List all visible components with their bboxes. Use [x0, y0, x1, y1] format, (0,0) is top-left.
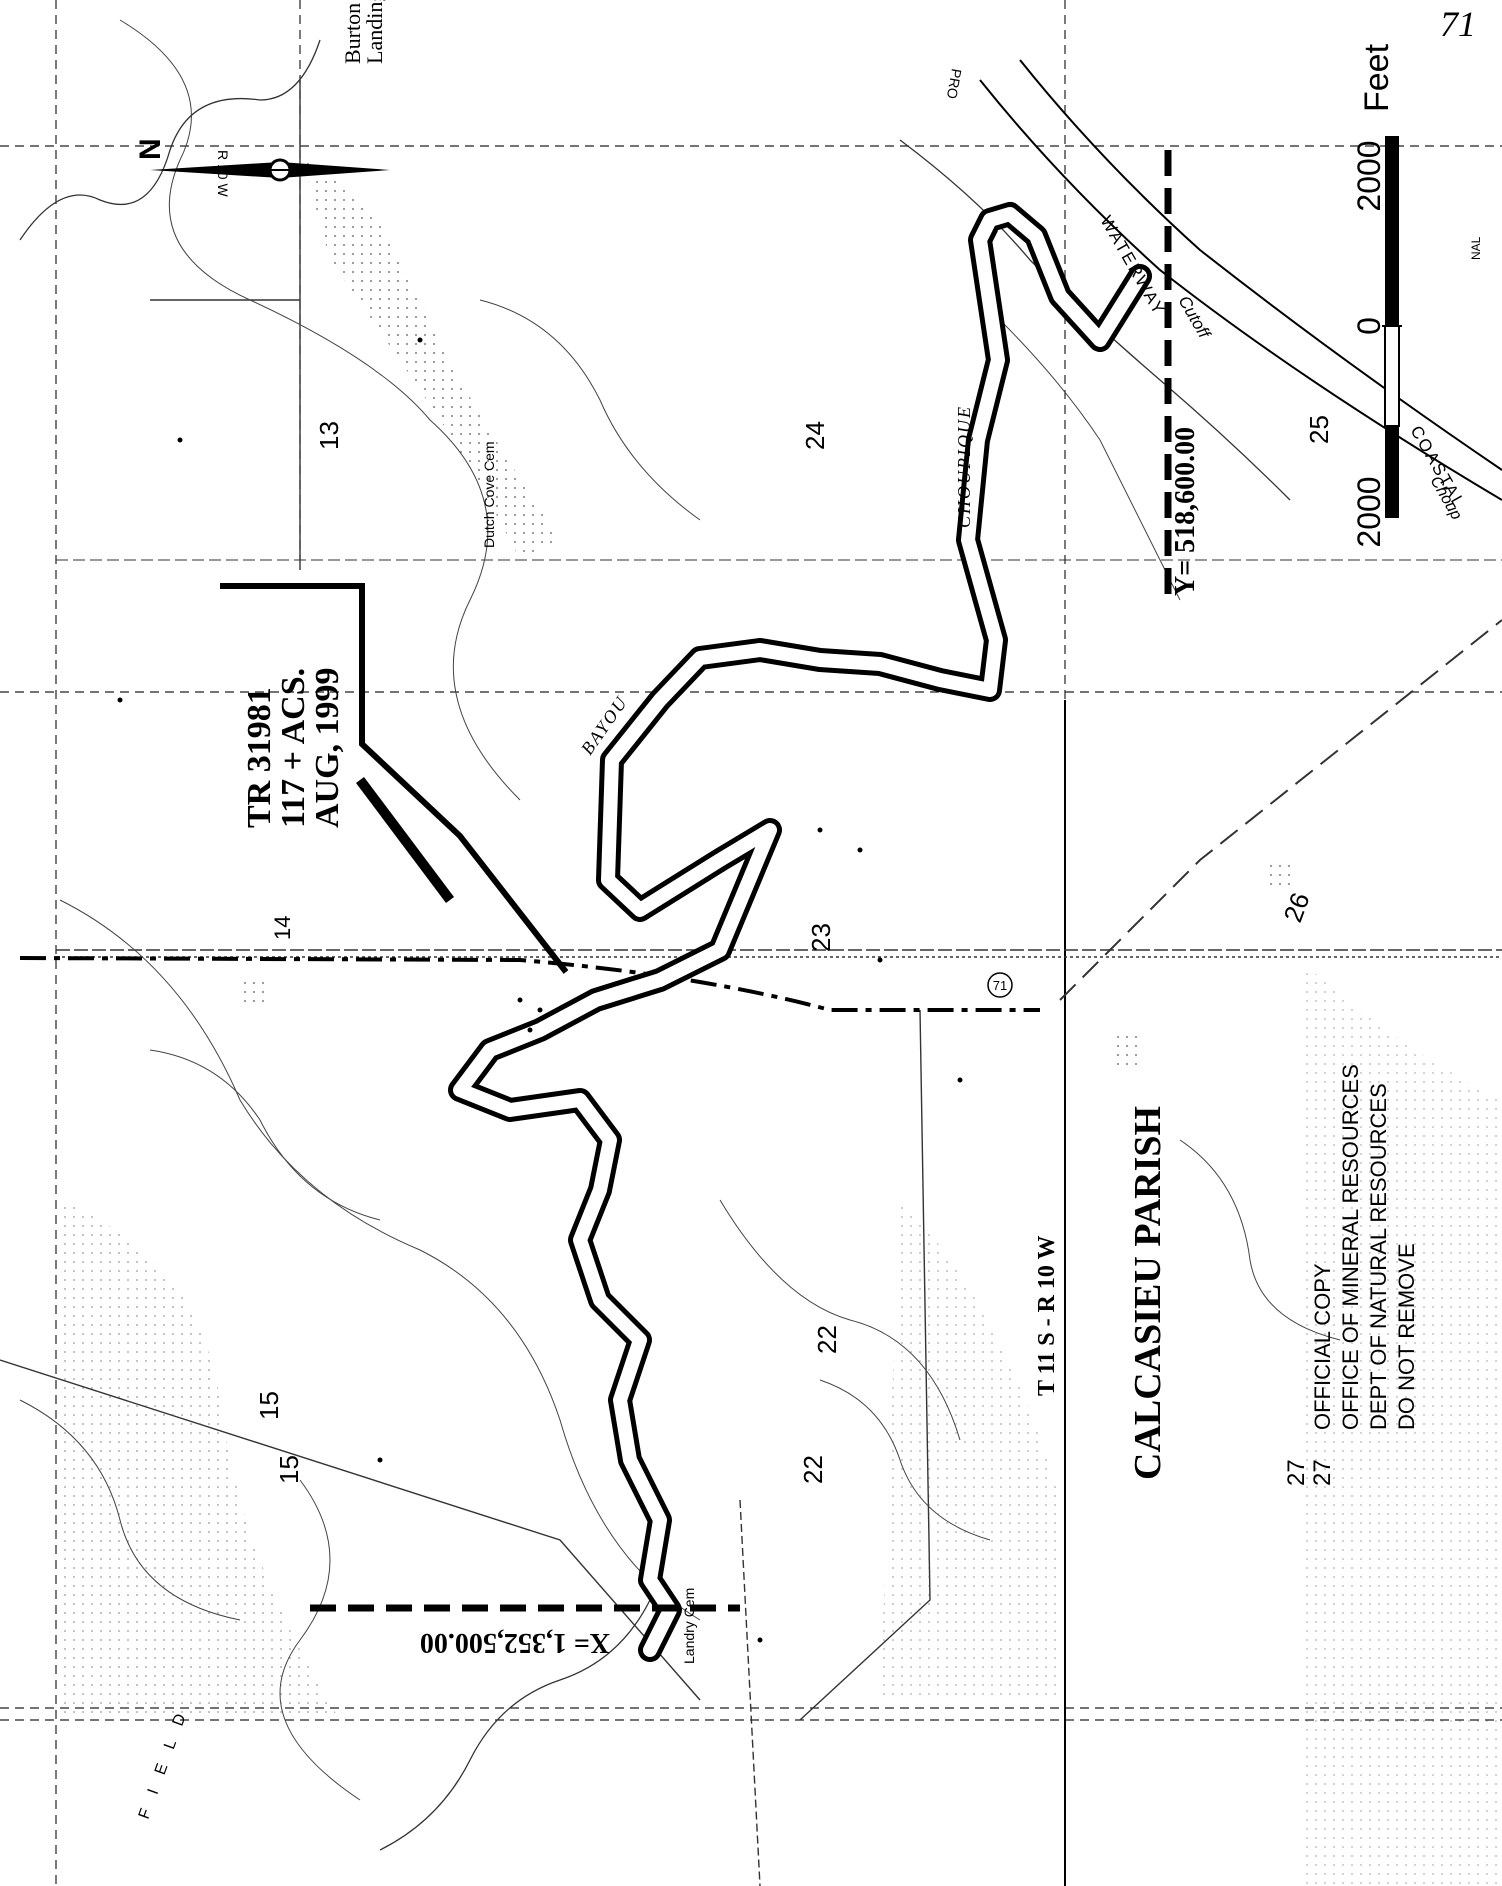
scale-bar — [1382, 136, 1402, 518]
route-71-label: 71 — [993, 978, 1007, 993]
section-13: 13 — [314, 421, 344, 450]
scale-zero-label: 0 — [1351, 317, 1387, 335]
building-dots — [117, 337, 963, 1643]
tract-leader — [220, 583, 569, 974]
stamp-line4: DO NOT REMOVE — [1394, 1243, 1419, 1430]
burton-label: Burton — [340, 3, 365, 64]
stamp-line3: DEPT OF NATURAL RESOURCES — [1366, 1083, 1391, 1430]
scale-left-label: 2000 — [1351, 476, 1387, 547]
landing-label: Landing — [362, 0, 387, 64]
y-coordinate-label: Y= 518,600.00 — [1170, 427, 1201, 596]
highway-71 — [19, 956, 1040, 1012]
stamp-line1: OFFICIAL COPY — [1310, 1263, 1335, 1430]
official-copy-stamp: OFFICIAL COPY OFFICE OF MINERAL RESOURCE… — [1310, 1064, 1419, 1430]
section-15a: 15 — [254, 1391, 284, 1420]
scale-unit-label: Feet — [1358, 43, 1396, 112]
section-22a: 22 — [812, 1325, 842, 1354]
scale-right-label: 2000 — [1351, 140, 1387, 211]
north-letter: N — [134, 138, 167, 160]
township-range: T 11 S - R 10 W — [1034, 1236, 1060, 1397]
x-coordinate-label: X= 1,352,500.00 — [420, 1627, 610, 1658]
marsh-areas — [60, 150, 1502, 1886]
tract-label-line2: 117 + ACS. — [275, 668, 312, 828]
north-range: R 10 W — [215, 150, 231, 197]
tract-label-line3: AUG, 1999 — [309, 667, 346, 828]
section-14: 14 — [270, 916, 295, 940]
pro-label: PRO — [944, 67, 965, 100]
section-24: 24 — [800, 421, 830, 450]
section-23: 23 — [806, 923, 836, 952]
dutch-cove-cem-label: Dutch Cove Cem — [481, 441, 497, 548]
landry-cem-label: Landry Cem — [681, 1588, 697, 1664]
section-22b: 22 — [798, 1455, 828, 1484]
canal-label: NAL — [1469, 236, 1483, 260]
parish-name: CALCASIEU PARISH — [1127, 1106, 1169, 1480]
section-27a: 27 — [1309, 1459, 1336, 1486]
stamp-line2: OFFICE OF MINERAL RESOURCES — [1338, 1064, 1363, 1430]
route-71-shield — [987, 972, 1013, 998]
page-corner-note: 71 — [1440, 4, 1476, 44]
choupique-label: CHOUPIQUE — [954, 405, 974, 528]
section-27b: 27 — [1283, 1459, 1310, 1486]
tract-boundary — [448, 202, 1152, 1662]
section-25: 25 — [1304, 415, 1334, 444]
section-15b: 15 — [274, 1455, 304, 1484]
north-arrow — [150, 158, 390, 182]
tract-label-line1: TR 31981 — [241, 687, 278, 828]
